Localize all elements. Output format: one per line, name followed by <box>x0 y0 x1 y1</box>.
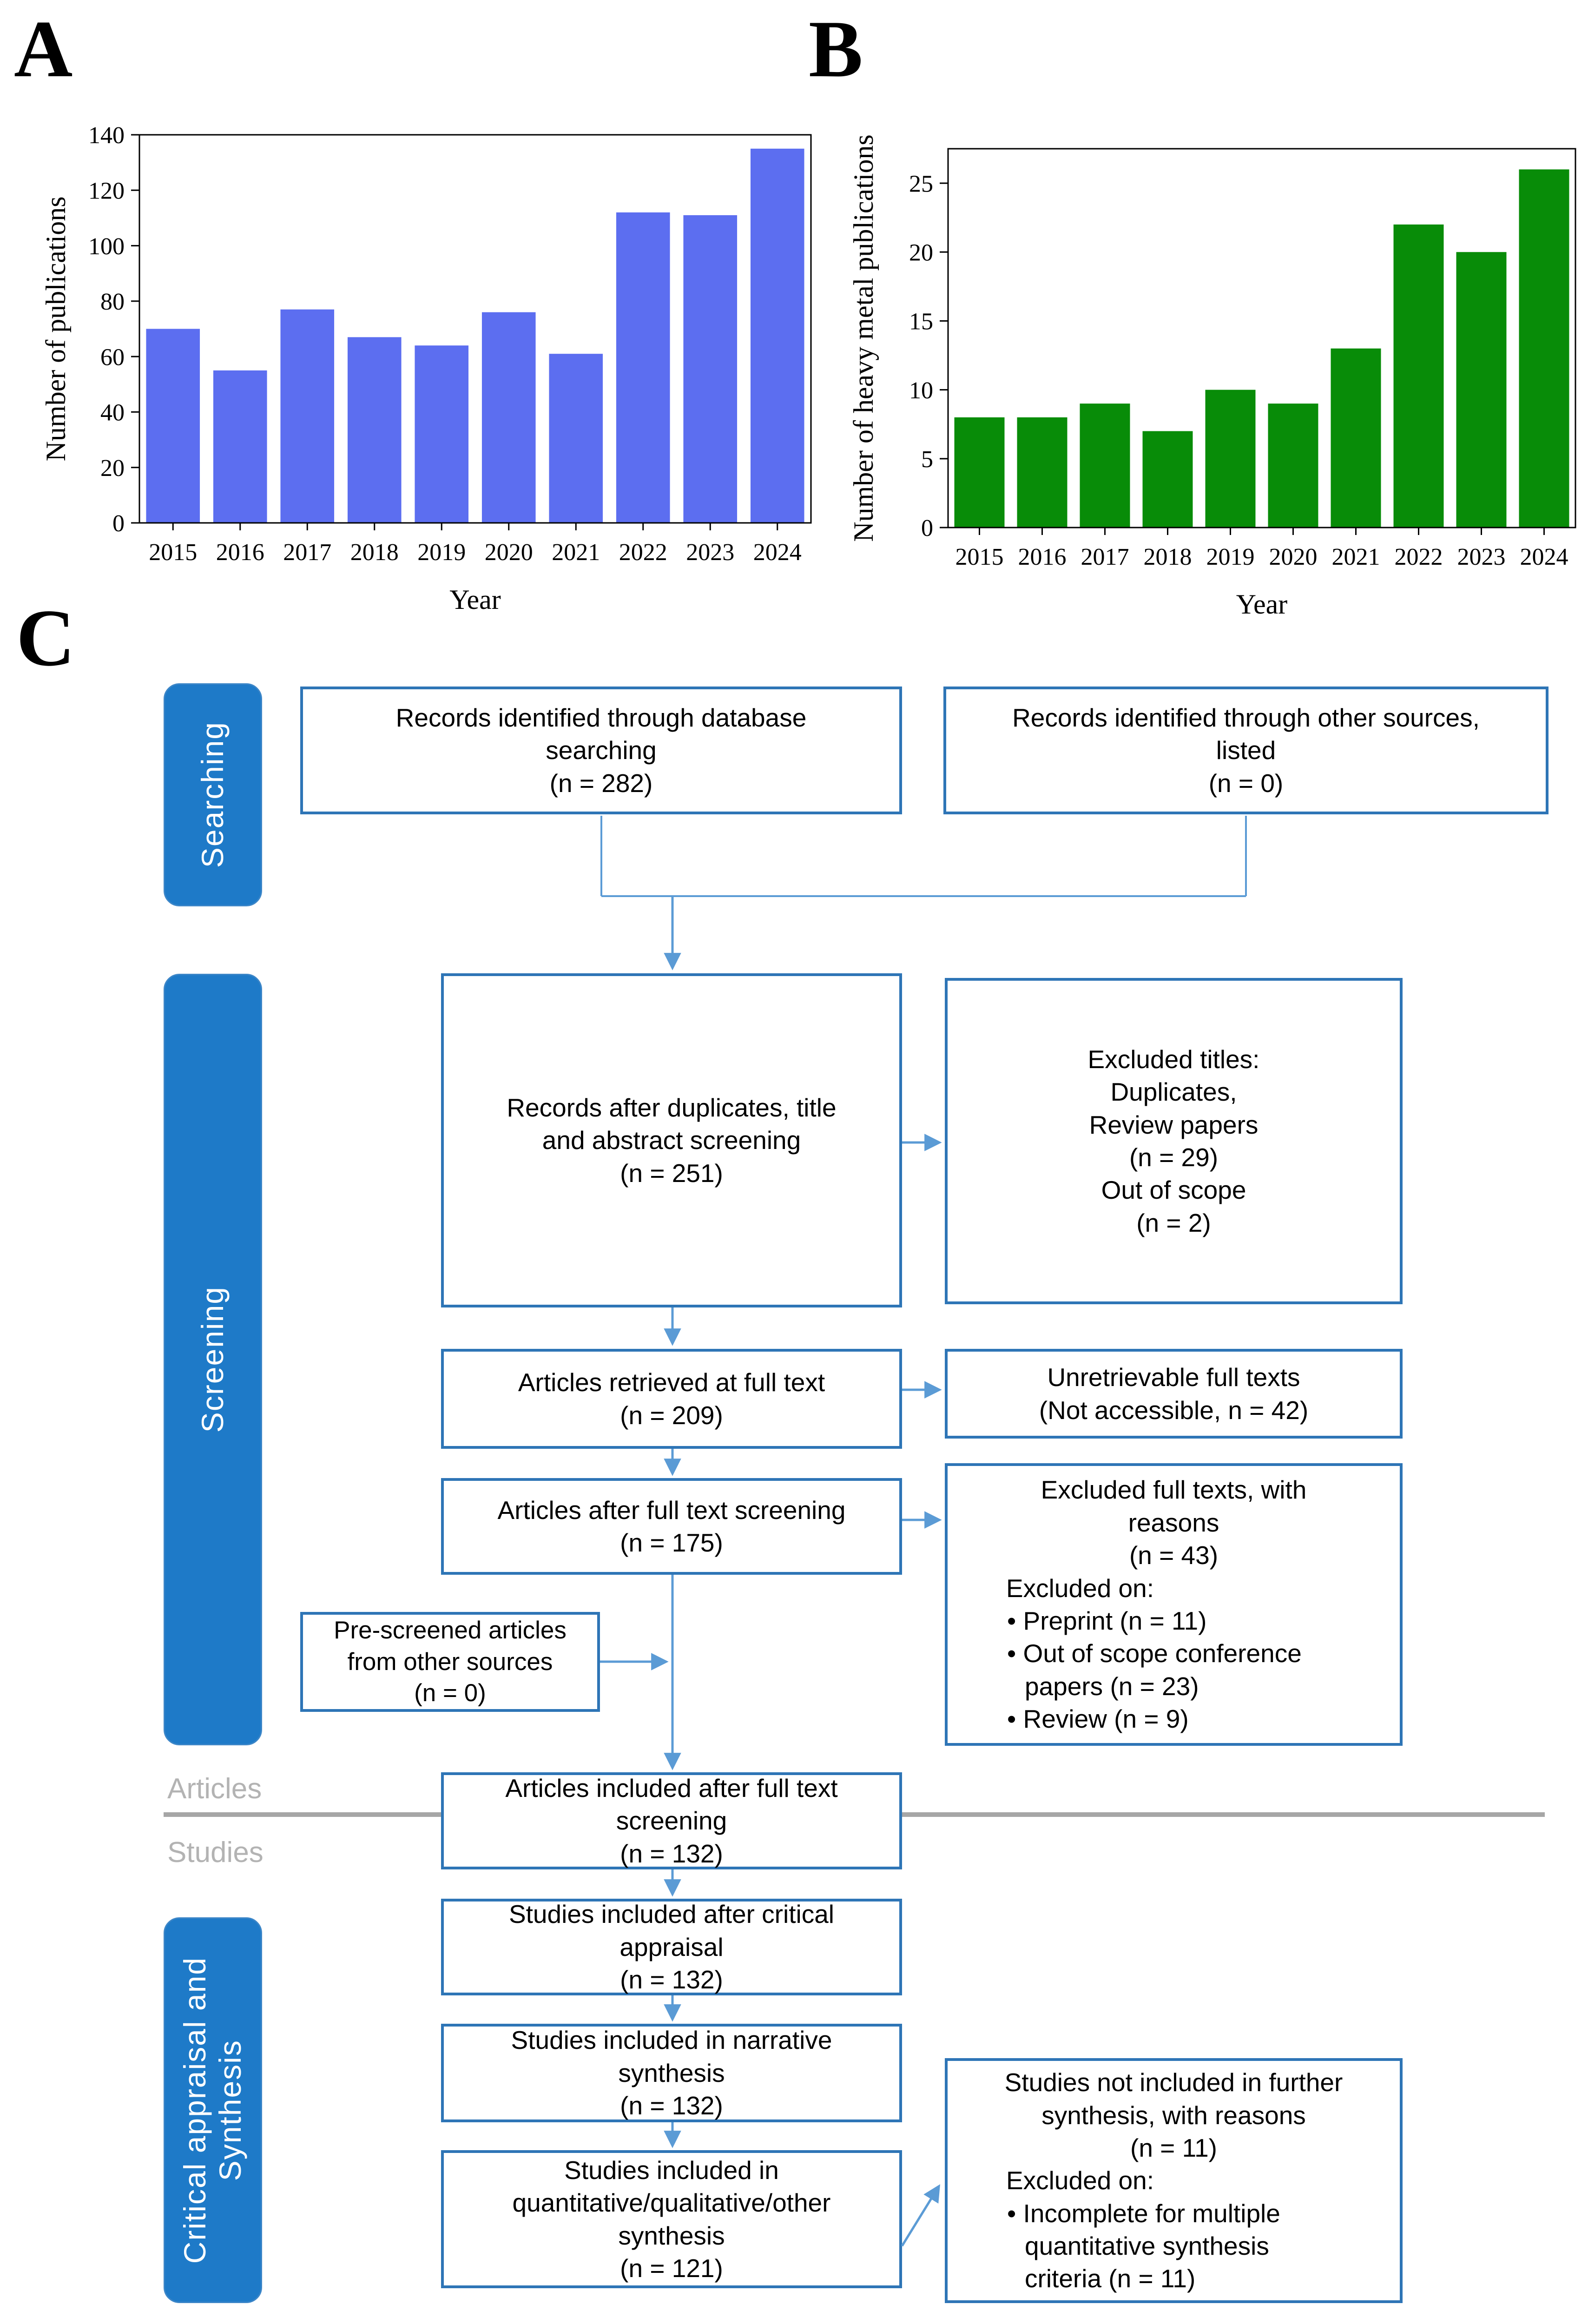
bar-2021 <box>1331 348 1381 528</box>
bar-2023 <box>1456 252 1507 528</box>
box-pre-screened: Pre-screened articles from other sources… <box>300 1612 600 1712</box>
x-tick-label: 2022 <box>619 539 667 566</box>
bar-2015 <box>146 329 200 523</box>
x-tick-label: 2023 <box>686 539 734 566</box>
x-tick-label: 2016 <box>1018 544 1067 570</box>
x-tick-label: 2021 <box>552 539 600 566</box>
panel-b-label: B <box>809 4 863 94</box>
bar-2024 <box>1519 169 1569 528</box>
stage-searching: Searching <box>164 683 262 906</box>
x-tick-label: 2020 <box>1269 544 1318 570</box>
y-axis-title: Number of publications <box>40 197 71 462</box>
y-tick-label: 20 <box>100 455 125 482</box>
box-after-full-text-screening: Articles after full text screening (n = … <box>441 1478 902 1575</box>
stage-critical-appraisal-label: Critical appraisal and Synthesis <box>178 1956 247 2264</box>
panel-a-label: A <box>14 4 73 94</box>
excluded-full-texts-bullet: • Review (n = 9) <box>1007 1704 1189 1734</box>
x-tick-label: 2015 <box>955 544 1004 570</box>
box-quantitative-synthesis: Studies included in quantitative/qualita… <box>441 2150 902 2288</box>
articles-label: Articles <box>167 1773 262 1805</box>
axes-box <box>138 134 812 524</box>
bar-2022 <box>1393 224 1444 528</box>
y-tick-label: 25 <box>909 171 933 197</box>
x-tick-label: 2018 <box>1144 544 1192 570</box>
not-included-note: Excluded on: <box>1006 2166 1154 2195</box>
bar-2016 <box>213 370 267 523</box>
y-tick-label: 20 <box>909 239 933 266</box>
panel-c-label: C <box>16 593 75 683</box>
box-records-other-sources: Records identified through other sources… <box>943 687 1548 814</box>
box-records-database: Records identified through database sear… <box>300 687 902 814</box>
x-tick-label: 2016 <box>216 539 264 566</box>
bar-2022 <box>616 212 670 523</box>
bar-2015 <box>954 417 1005 528</box>
y-tick-label: 10 <box>909 377 933 404</box>
excluded-full-texts-bullet: • Preprint (n = 11) <box>1007 1606 1207 1635</box>
bar-2021 <box>549 354 603 523</box>
bar-2017 <box>280 309 335 523</box>
box-excluded-full-texts: Excluded full texts, with reasons (n = 4… <box>945 1463 1403 1746</box>
x-tick-label: 2022 <box>1395 544 1443 570</box>
x-tick-label: 2024 <box>753 539 802 566</box>
x-tick-label: 2020 <box>485 539 533 566</box>
box-unretrievable: Unretrievable full texts (Not accessible… <box>945 1349 1403 1439</box>
x-tick-label: 2021 <box>1332 544 1380 570</box>
box-full-text-retrieved: Articles retrieved at full text (n = 209… <box>441 1349 902 1449</box>
not-included-bullet: • Incomplete for multiple quantitative s… <box>1007 2199 1280 2293</box>
stage-screening: Screening <box>164 974 262 1745</box>
box-excluded-titles: Excluded titles: Duplicates, Review pape… <box>945 978 1403 1304</box>
x-tick-label: 2018 <box>350 539 399 566</box>
x-tick-label: 2015 <box>149 539 197 566</box>
bar-2018 <box>1142 431 1193 528</box>
stage-critical-appraisal: Critical appraisal and Synthesis <box>164 1917 262 2303</box>
bar-2023 <box>683 215 738 523</box>
bar-2017 <box>1080 403 1130 528</box>
not-included-title: Studies not included in further synthesi… <box>1004 2068 1343 2162</box>
chart-svg-heavy-metal-publications: 0 5 10 15 20 25 2015 2016 2017 2018 2019 2020 2021 20… <box>848 134 1576 620</box>
box-narrative-synthesis: Studies included in narrative synthesis … <box>441 2024 902 2122</box>
y-tick-label: 40 <box>100 400 125 426</box>
y-tick-label: 80 <box>100 289 125 315</box>
bar-2019 <box>1205 390 1256 528</box>
chart-svg-publications: 0 20 40 60 80 100 120 140 2015 2016 2017 2018 2019 20… <box>40 122 812 615</box>
stage-searching-label: Searching <box>195 721 230 868</box>
excluded-full-texts-bullet: • Out of scope conference papers (n = 23… <box>1007 1639 1302 1701</box>
y-tick-label: 100 <box>88 233 125 260</box>
bar-2020 <box>481 312 536 523</box>
box-after-duplicates: Records after duplicates, title and abst… <box>441 973 902 1307</box>
stage-screening-label: Screening <box>195 1286 230 1433</box>
y-tick-label: 0 <box>921 515 933 541</box>
x-tick-label: 2019 <box>417 539 466 566</box>
x-axis-title: Year <box>449 584 501 615</box>
box-not-included: Studies not included in further synthesi… <box>945 2058 1403 2303</box>
bar-2016 <box>1017 417 1067 528</box>
bar-2024 <box>750 148 804 523</box>
y-tick-label: 5 <box>921 446 933 473</box>
y-tick-label: 140 <box>88 122 125 149</box>
y-axis-title: Number of heavy metal publications <box>848 134 879 541</box>
bar-2019 <box>415 345 469 523</box>
y-tick-label: 120 <box>88 178 125 204</box>
box-included-full-text: Articles included after full text screen… <box>441 1772 902 1869</box>
box-critical-appraisal: Studies included after critical appraisa… <box>441 1899 902 1995</box>
bar-2020 <box>1268 403 1318 528</box>
y-tick-label: 0 <box>112 510 125 537</box>
x-tick-label: 2023 <box>1457 544 1506 570</box>
heavy-metal-bar-chart: 0 5 10 15 20 25 2015 2016 2017 2018 2019 2020 2021 20… <box>818 70 1588 653</box>
axes-box <box>947 148 1576 528</box>
x-tick-label: 2019 <box>1206 544 1255 570</box>
x-tick-label: 2017 <box>1081 544 1129 570</box>
excluded-full-texts-note: Excluded on: <box>1006 1573 1154 1603</box>
y-tick-label: 15 <box>909 309 933 335</box>
studies-label: Studies <box>167 1836 264 1868</box>
arrow-quantitative-to-not-included <box>901 2184 940 2247</box>
x-axis-title: Year <box>1236 589 1288 620</box>
x-tick-label: 2017 <box>283 539 331 566</box>
excluded-full-texts-title: Excluded full texts, with reasons (n = 4… <box>1041 1475 1307 1570</box>
bar-2018 <box>347 337 402 523</box>
x-tick-label: 2024 <box>1520 544 1568 570</box>
y-tick-label: 60 <box>100 344 125 370</box>
publications-bar-chart: 0 20 40 60 80 100 120 140 2015 2016 2017 2018 2019 20… <box>0 70 837 653</box>
